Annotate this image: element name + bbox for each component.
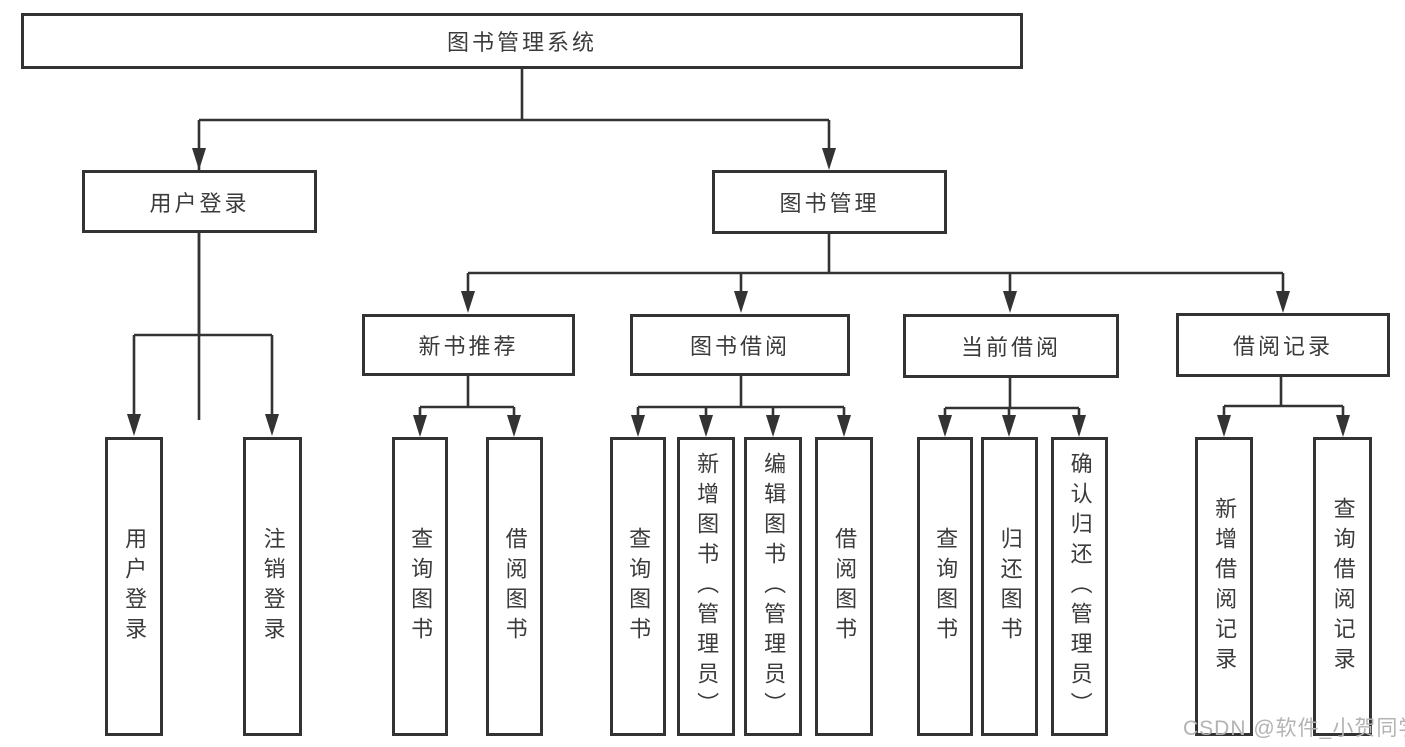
connector-current-borrowing-children [938,378,1086,437]
node-book-management-label: 图书管理 [779,191,880,216]
node-logout: 注销登录 [243,437,302,736]
node-borrowing-borrow-books: 借阅图书 [815,437,873,736]
connector-borrowing-records-children [1217,377,1350,437]
node-logout-label: 注销登录 [260,526,286,647]
node-borrowing-query-books-label: 查询图书 [626,526,652,647]
node-new-book-recommend: 新书推荐 [362,314,575,376]
node-add-books-admin-label: 新增图书（管理员） [694,451,720,722]
node-library-system-label: 图书管理系统 [446,30,597,55]
node-user-login-action-label: 用户登录 [122,526,148,647]
node-recommend-query-books-label: 查询图书 [408,526,434,647]
node-book-borrowing: 图书借阅 [630,314,850,376]
node-current-query-books-label: 查询图书 [933,526,959,647]
node-current-borrowing: 当前借阅 [903,314,1119,378]
connector-book-borrowing-children [631,376,851,437]
node-user-login-action: 用户登录 [105,437,163,736]
node-add-borrow-record-label: 新增借阅记录 [1212,496,1238,677]
node-book-management: 图书管理 [712,170,947,234]
node-add-borrow-record: 新增借阅记录 [1195,437,1253,736]
node-add-books-admin: 新增图书（管理员） [677,437,735,736]
connector-new-book-recommend-children [413,376,521,437]
node-user-login: 用户登录 [82,170,317,233]
watermark: CSDN @软件_小贺同学 [1183,717,1405,740]
node-book-borrowing-label: 图书借阅 [689,334,790,359]
node-confirm-return-admin: 确认归还（管理员） [1051,437,1108,736]
node-query-borrow-record: 查询借阅记录 [1313,437,1372,736]
node-recommend-query-books: 查询图书 [392,437,448,736]
node-current-borrowing-label: 当前借阅 [960,335,1061,360]
connector-book-management-children [461,234,1290,313]
connector-root-to-level2 [192,69,836,420]
node-user-login-label: 用户登录 [149,190,250,216]
node-confirm-return-admin-label: 确认归还（管理员） [1067,451,1093,722]
node-borrowing-records-label: 借阅记录 [1232,334,1333,359]
node-query-borrow-record-label: 查询借阅记录 [1330,496,1356,677]
node-edit-books-admin-label: 编辑图书（管理员） [761,451,787,722]
node-library-system: 图书管理系统 [21,13,1023,69]
node-return-books-label: 归还图书 [997,526,1023,647]
connector-user-login-children [127,233,279,436]
node-borrowing-records: 借阅记录 [1176,313,1390,377]
node-borrowing-borrow-books-label: 借阅图书 [832,526,858,647]
node-recommend-borrow-books: 借阅图书 [486,437,543,736]
node-new-book-recommend-label: 新书推荐 [418,334,519,359]
node-recommend-borrow-books-label: 借阅图书 [502,526,528,647]
node-current-query-books: 查询图书 [917,437,973,736]
node-borrowing-query-books: 查询图书 [610,437,666,736]
node-edit-books-admin: 编辑图书（管理员） [744,437,802,736]
node-return-books: 归还图书 [981,437,1038,736]
